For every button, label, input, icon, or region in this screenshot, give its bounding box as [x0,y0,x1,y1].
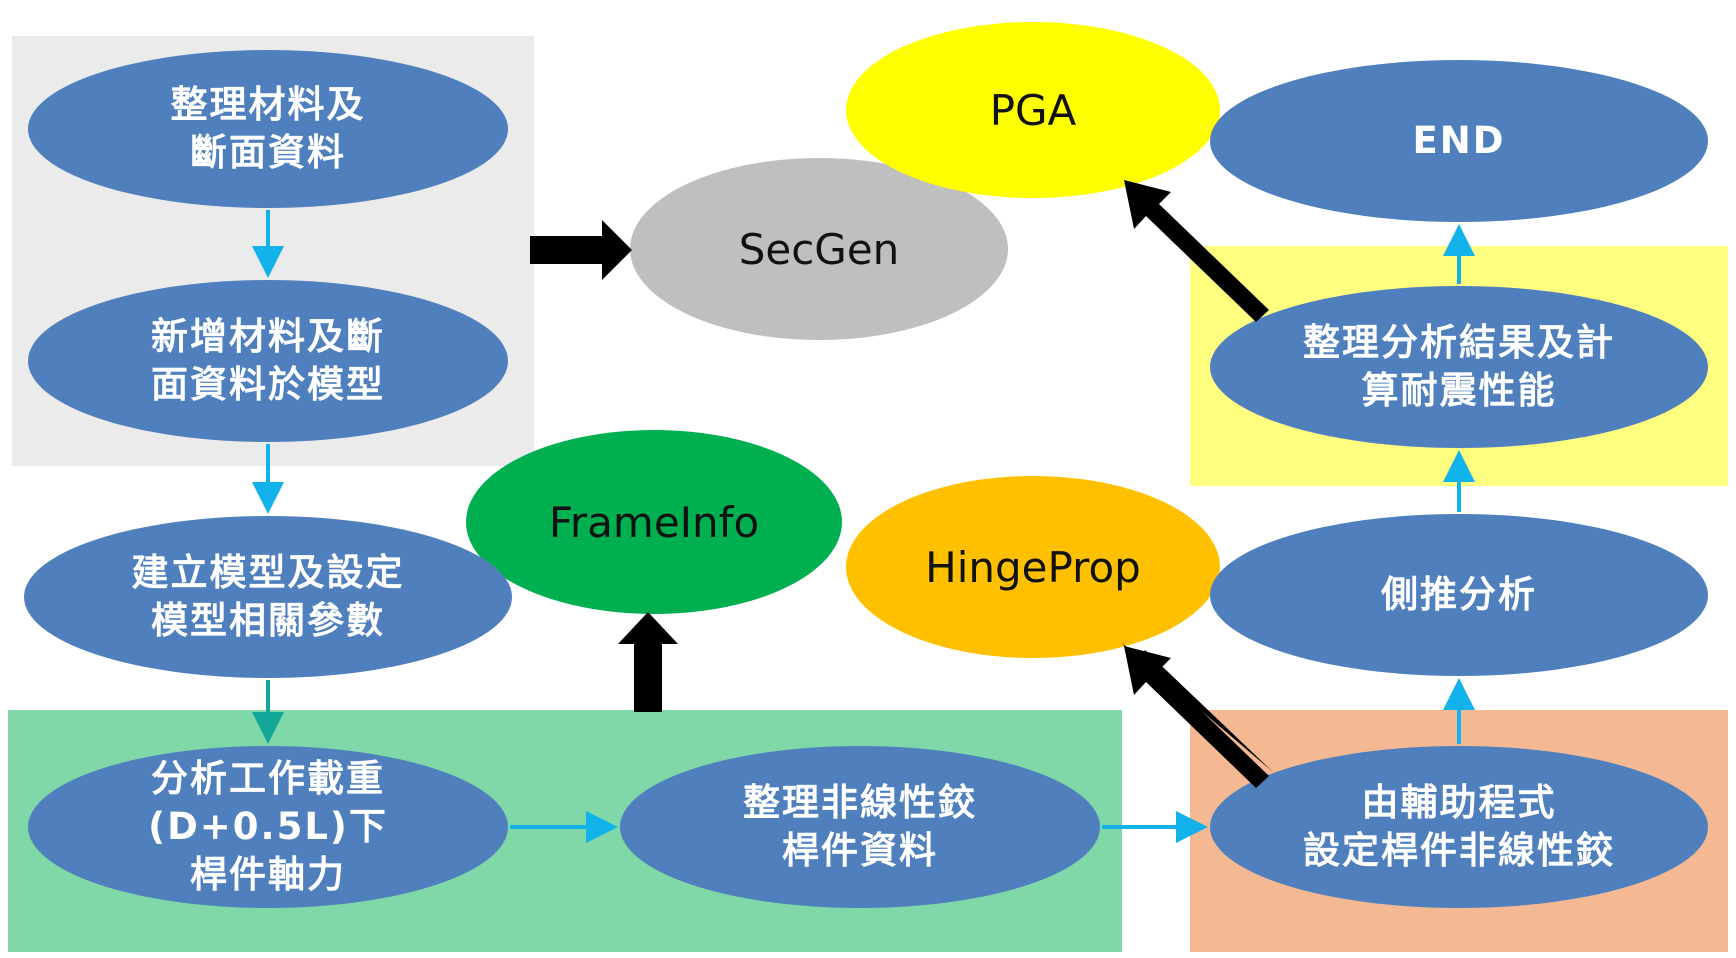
step-2-label: 新增材料及斷 面資料於模型 [151,315,385,406]
step-build-model-set-parameters: 建立模型及設定 模型相關參數 [24,516,512,678]
step-pushover-analysis: 側推分析 [1210,514,1708,676]
frameinfo-node: FrameInfo [466,430,842,614]
secgen-node: SecGen [630,158,1008,340]
step-4-label: 分析工作載重 (D+0.5L)下 桿件軸力 [148,757,388,896]
step-3-label: 建立模型及設定 模型相關參數 [131,551,405,642]
step-set-nonlinear-hinges: 由輔助程式 設定桿件非線性鉸 [1210,746,1708,908]
tool-arrow-to-pga [1124,180,1269,322]
step-5-label: 整理非線性鉸 桿件資料 [743,781,977,872]
pga-label: PGA [989,85,1077,135]
hingeprop-label: HingeProp [925,542,1141,592]
step-6-label: 由輔助程式 設定桿件非線性鉸 [1303,781,1615,872]
step-8-label: 整理分析結果及計 算耐震性能 [1303,321,1615,412]
step-7-label: 側推分析 [1381,573,1537,616]
step-add-material-section-to-model: 新增材料及斷 面資料於模型 [28,280,508,442]
step-end: END [1210,60,1708,222]
step-organize-results-seismic-performance: 整理分析結果及計 算耐震性能 [1210,286,1708,448]
step-organize-hinge-member-data: 整理非線性鉸 桿件資料 [620,746,1100,908]
step-end-label: END [1412,119,1506,162]
step-organize-material-section: 整理材料及 斷面資料 [28,50,508,208]
tool-arrow-to-frameinfo [618,612,678,712]
step-analyze-member-axial-force: 分析工作載重 (D+0.5L)下 桿件軸力 [28,746,508,908]
tool-arrow-to-secgen [530,220,632,280]
hingeprop-node: HingeProp [846,476,1220,658]
secgen-label: SecGen [738,224,900,274]
pga-node: PGA [846,22,1220,198]
frameinfo-label: FrameInfo [548,497,760,547]
step-1-label: 整理材料及 斷面資料 [170,83,366,174]
tool-arrow-to-hingeprop-shaft [1124,646,1269,788]
